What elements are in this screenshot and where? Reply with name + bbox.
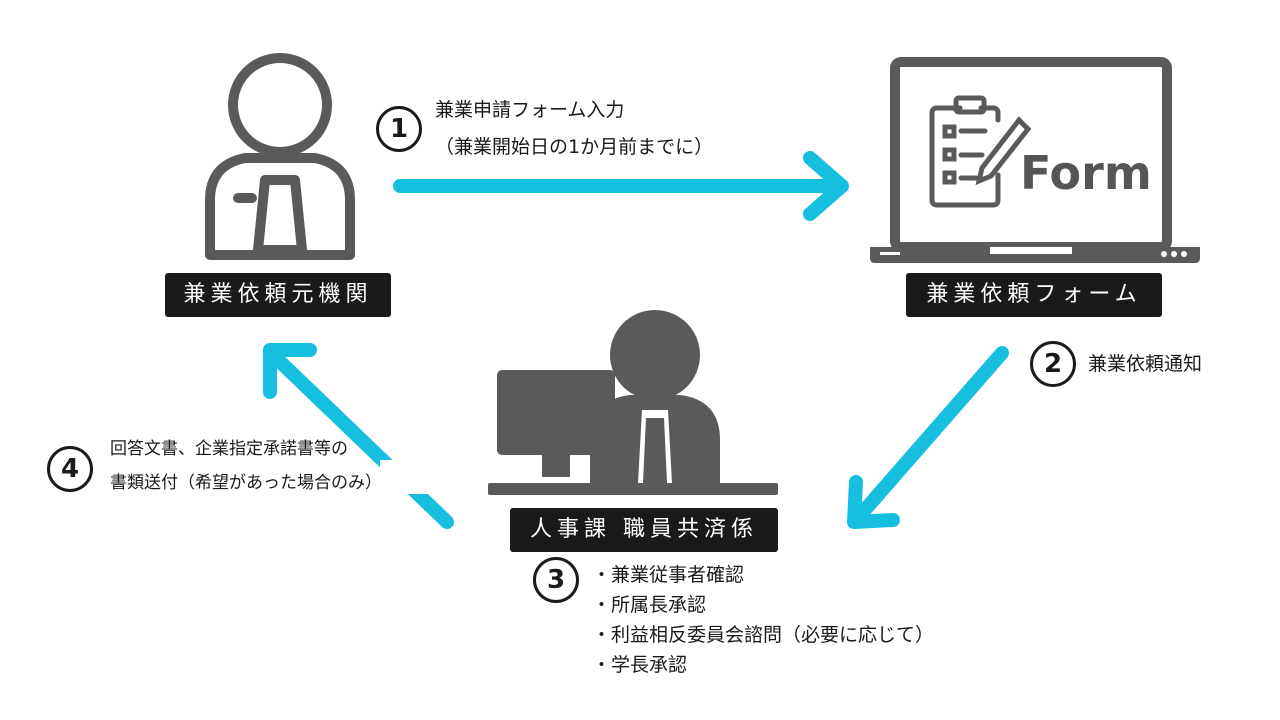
step-3-item: ・兼業従事者確認 — [592, 564, 745, 586]
clipboard-pencil-icon — [929, 95, 1032, 208]
step-2-line-1: 兼業依頼通知 — [1088, 353, 1203, 375]
requester-label: 兼業依頼元機関 — [165, 273, 391, 317]
office-label: 人事課 職員共済係 — [510, 508, 778, 552]
form-label: 兼業依頼フォーム — [906, 273, 1162, 317]
step-3-checklist: ・兼業従事者確認 ・所属長承認 ・利益相反委員会諮問（必要に応じて） ・学長承認 — [592, 560, 934, 680]
step-1-line-1: 兼業申請フォーム入力 — [435, 99, 625, 121]
person-tie-icon — [205, 53, 355, 260]
worker-at-computer-icon — [488, 310, 778, 495]
step-4-line-2: 書類送付（希望があった場合のみ） — [110, 473, 382, 493]
arrow-2 — [847, 346, 1009, 529]
step-3-item: ・学長承認 — [592, 654, 688, 676]
step-2-number: 2 — [1030, 341, 1076, 387]
step-1-number: 1 — [376, 106, 422, 152]
form-screen-text: Form — [1020, 146, 1152, 200]
arrow-1 — [393, 151, 849, 221]
step-3-number: 3 — [533, 557, 579, 603]
laptop-form-icon — [870, 57, 1200, 263]
step-1-line-2: （兼業開始日の1か月前までに） — [435, 136, 714, 158]
step-4-line-1: 回答文書、企業指定承諾書等の — [110, 439, 348, 459]
step-4-number: 4 — [47, 446, 93, 492]
arrow-4-text-mask — [380, 460, 458, 494]
step-3-item: ・所属長承認 — [592, 594, 707, 616]
step-3-item: ・利益相反委員会諮問（必要に応じて） — [592, 624, 935, 646]
